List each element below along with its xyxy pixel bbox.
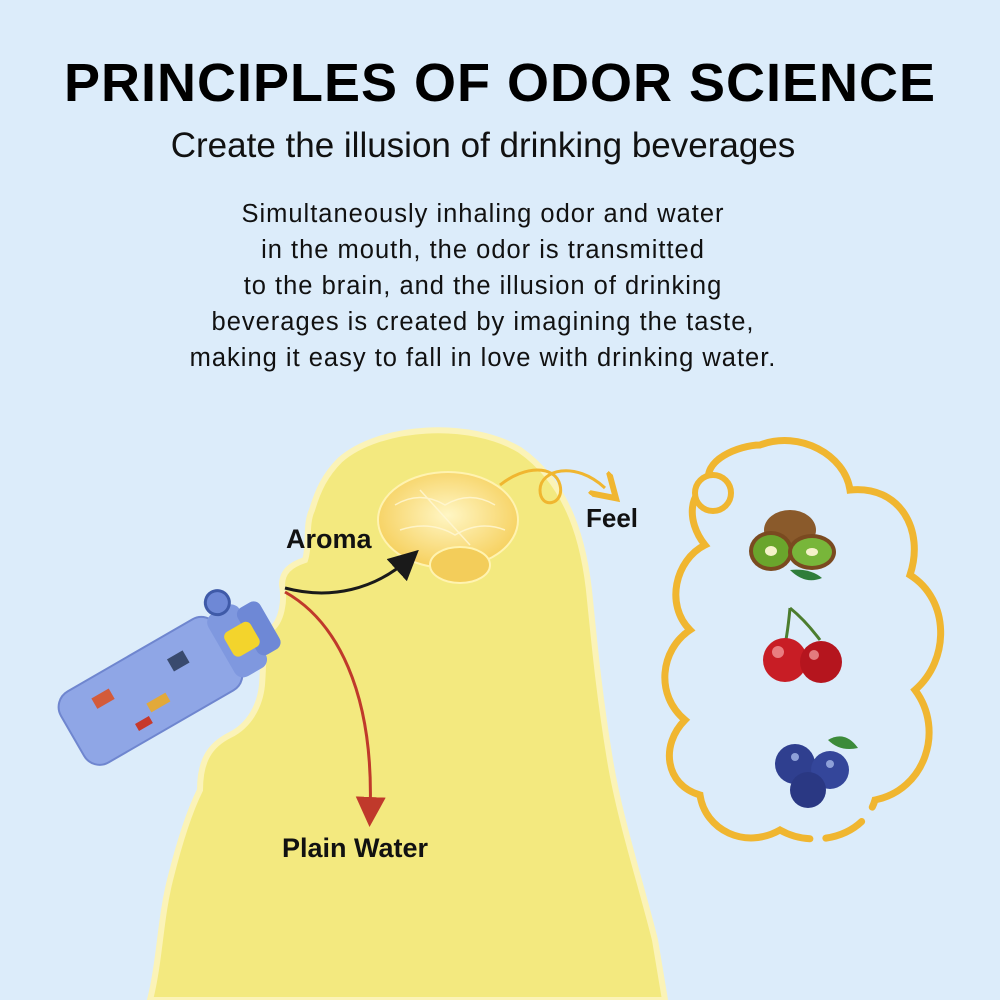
brain-icon	[377, 471, 519, 584]
description: Simultaneously inhaling odor and water i…	[0, 196, 966, 376]
description-line: to the brain, and the illusion of drinki…	[243, 272, 723, 300]
description-line: making it easy to fall in love with drin…	[189, 344, 777, 372]
page-subtitle: Create the illusion of drinking beverage…	[170, 126, 796, 165]
feel-arrow	[499, 468, 605, 505]
aroma-label: Aroma	[286, 524, 372, 554]
cloud-bubble	[692, 472, 734, 514]
kiwi-icon	[749, 510, 836, 581]
person-silhouette	[146, 427, 669, 1000]
plain-water-arrow	[284, 590, 386, 827]
aroma-arrow	[284, 549, 419, 595]
blueberry-icon	[775, 736, 858, 808]
cherry-icon	[763, 606, 842, 683]
page-title: PRINCIPLES OF ODOR SCIENCE	[63, 53, 937, 113]
description-line: Simultaneously inhaling odor and water	[241, 200, 725, 228]
description-line: beverages is created by imagining the ta…	[211, 308, 755, 336]
plain-water-label: Plain Water	[282, 833, 429, 863]
thought-cloud	[661, 437, 945, 843]
description-line: in the mouth, the odor is transmitted	[261, 236, 705, 264]
feel-label: Feel	[586, 503, 639, 533]
water-bottle	[57, 589, 281, 766]
